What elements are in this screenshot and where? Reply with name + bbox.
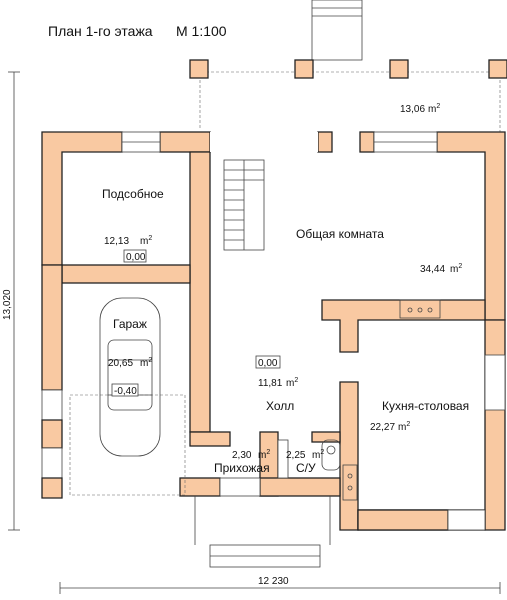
walls xyxy=(41,131,506,531)
car-icon xyxy=(99,297,161,457)
staircase xyxy=(223,159,265,251)
unit-living: m2 xyxy=(450,263,462,275)
room-label-kitchen: Кухня-столовая xyxy=(382,399,469,413)
stove-icon xyxy=(342,464,358,501)
dimension-lines xyxy=(8,71,501,594)
unit-wc: m2 xyxy=(312,449,324,461)
unit-terrace: m2 xyxy=(428,103,440,115)
level-storage: 0,00 xyxy=(126,252,146,263)
area-storage: 12,13 xyxy=(104,236,129,247)
area-entry: 2,30 xyxy=(232,450,252,461)
room-label-storage: Подсобное xyxy=(102,187,164,201)
fireplace-icon xyxy=(399,299,441,319)
top-stairs xyxy=(311,0,363,61)
toilet-icon xyxy=(321,439,341,471)
level-hall: 0,00 xyxy=(258,358,278,369)
area-living: 34,44 xyxy=(420,264,445,275)
plan-scale: М 1:100 xyxy=(176,23,227,39)
room-label-garage: Гараж xyxy=(113,317,147,331)
room-label-hall: Холл xyxy=(266,399,294,413)
plan-title: План 1-го этажа xyxy=(48,23,153,39)
level-box-hall xyxy=(255,355,281,369)
unit-hall: m2 xyxy=(286,377,298,389)
dim-height: 13,020 xyxy=(2,289,13,320)
entrance-porch xyxy=(194,496,331,568)
room-label-entry: Прихожая xyxy=(214,461,270,475)
level-garage: -0,40 xyxy=(114,386,137,397)
area-hall: 11,81 xyxy=(258,378,283,389)
area-wc: 2,25 xyxy=(286,450,306,461)
area-kitchen: 22,27 xyxy=(370,422,395,433)
area-terrace: 13,06 xyxy=(400,104,425,115)
unit-kitchen: m2 xyxy=(398,421,410,433)
level-box-storage xyxy=(123,249,147,263)
room-label-living: Общая комната xyxy=(296,227,384,241)
level-box-garage xyxy=(111,383,139,397)
windows xyxy=(121,131,506,531)
unit-entry: m2 xyxy=(258,449,270,461)
area-garage: 20,65 xyxy=(108,358,133,369)
unit-storage: m2 xyxy=(140,235,152,247)
terrace-columns xyxy=(189,59,507,79)
dim-width: 12 230 xyxy=(258,576,289,587)
unit-garage: m2 xyxy=(140,357,152,369)
room-label-wc: С/У xyxy=(296,461,316,475)
